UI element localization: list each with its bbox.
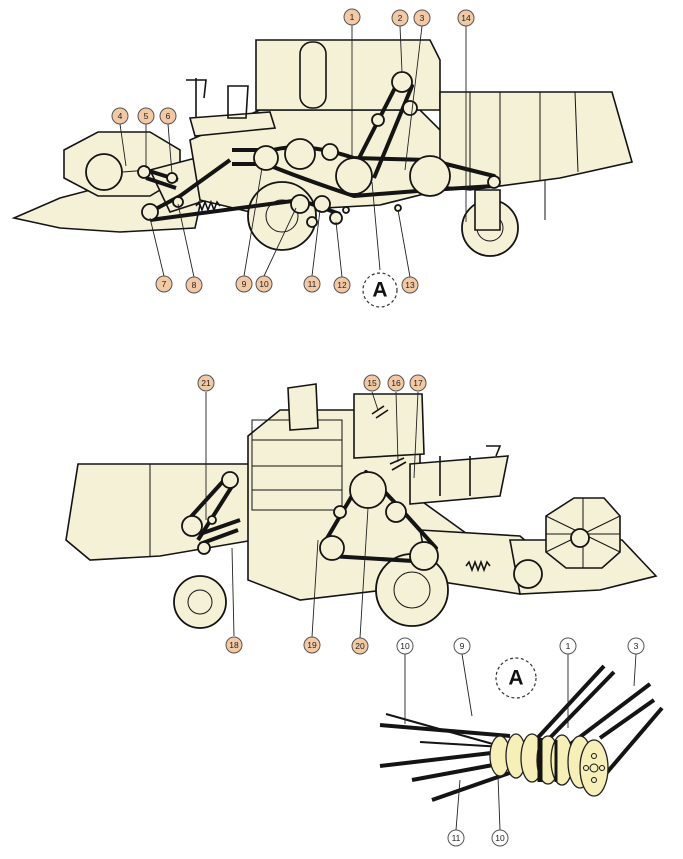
svg-text:15: 15 xyxy=(367,378,377,388)
detail-a-label-ring: A xyxy=(495,657,537,699)
svg-text:12: 12 xyxy=(337,280,347,290)
detail-a-marker: A xyxy=(362,272,398,308)
tension-spring xyxy=(195,199,221,213)
svg-text:9: 9 xyxy=(460,641,465,651)
pulley-14 xyxy=(487,175,501,189)
svg-text:10: 10 xyxy=(259,279,269,289)
callout-21: 21 xyxy=(197,374,215,392)
rear-wheel-right xyxy=(173,575,227,629)
pulley-5 xyxy=(137,165,151,179)
svg-text:17: 17 xyxy=(413,378,423,388)
svg-text:7: 7 xyxy=(162,279,167,289)
svg-text:2: 2 xyxy=(398,13,403,23)
detail-callout-9: 9 xyxy=(453,637,471,655)
detail-end-disc xyxy=(579,739,609,797)
callout-17: 17 xyxy=(409,374,427,392)
svg-text:11: 11 xyxy=(308,279,317,289)
svg-text:18: 18 xyxy=(229,640,239,650)
cab-right xyxy=(287,383,319,431)
pulley-1 xyxy=(335,157,373,195)
detail-leaders xyxy=(404,653,637,831)
pulley-10 xyxy=(290,194,310,214)
svg-text:19: 19 xyxy=(307,640,317,650)
svg-text:6: 6 xyxy=(166,111,171,121)
callout-20: 20 xyxy=(351,637,369,655)
reel-center xyxy=(85,153,123,191)
pulley-6 xyxy=(166,172,178,184)
callout-13: 13 xyxy=(401,276,419,294)
grain-tank xyxy=(255,39,441,111)
svg-text:21: 21 xyxy=(201,378,211,388)
callout-3: 3 xyxy=(413,9,431,27)
detail-callout-1: 1 xyxy=(559,637,577,655)
callout-4: 4 xyxy=(111,107,129,125)
svg-text:14: 14 xyxy=(461,13,471,23)
detail-callout-11: 11 xyxy=(447,829,465,847)
svg-text:11: 11 xyxy=(452,833,461,843)
pulley-11 xyxy=(313,195,331,213)
callouts: 1 2 3 14 4 5 6 7 8 9 10 11 12 13 21 15 1… xyxy=(111,8,645,847)
detail-pulley-stack xyxy=(489,733,609,797)
svg-text:13: 13 xyxy=(405,280,415,290)
svg-text:1: 1 xyxy=(566,641,571,651)
svg-text:10: 10 xyxy=(495,833,505,843)
callout-10: 10 xyxy=(255,275,273,293)
svg-text:16: 16 xyxy=(391,378,401,388)
callout-14: 14 xyxy=(457,9,475,27)
middle-leaders xyxy=(205,391,419,639)
callout-16: 16 xyxy=(387,374,405,392)
pulley-7 xyxy=(141,203,159,221)
detail-a-view: A xyxy=(379,653,664,831)
pulley-19 xyxy=(349,471,387,509)
callout-15: 15 xyxy=(363,374,381,392)
detail-callout-10-bottom: 10 xyxy=(491,829,509,847)
detail-callout-10-top: 10 xyxy=(396,637,414,655)
svg-text:5: 5 xyxy=(144,111,149,121)
pulley-2 xyxy=(391,71,413,93)
pulley-21 xyxy=(181,515,203,537)
tank-window xyxy=(299,41,327,109)
svg-text:3: 3 xyxy=(420,13,425,23)
combine-right-side-view xyxy=(65,383,658,639)
svg-text:8: 8 xyxy=(192,280,197,290)
top-leaders xyxy=(119,25,467,278)
callout-12: 12 xyxy=(333,276,351,294)
svg-text:20: 20 xyxy=(355,641,365,651)
callout-18: 18 xyxy=(225,636,243,654)
platform-right xyxy=(409,455,509,505)
marker-a-label: A xyxy=(372,279,387,302)
svg-text:4: 4 xyxy=(118,111,123,121)
rear-housing xyxy=(439,91,634,191)
svg-text:9: 9 xyxy=(242,279,247,289)
pulley-20 xyxy=(319,535,345,561)
callout-7: 7 xyxy=(155,275,173,293)
callout-2: 2 xyxy=(391,9,409,27)
svg-text:3: 3 xyxy=(634,641,639,651)
svg-text:10: 10 xyxy=(400,641,410,651)
detail-callout-3: 3 xyxy=(627,637,645,655)
operator-platform xyxy=(188,111,277,137)
callout-1: 1 xyxy=(343,8,361,26)
svg-text:1: 1 xyxy=(350,12,355,22)
pulley-9 xyxy=(253,145,279,171)
callout-6: 6 xyxy=(159,107,177,125)
pulley-main xyxy=(284,138,316,170)
callout-11: 11 xyxy=(303,275,321,293)
combine-left-side-view: A xyxy=(11,25,634,308)
callout-9: 9 xyxy=(235,275,253,293)
detail-a-label: A xyxy=(508,667,523,690)
callout-8: 8 xyxy=(185,276,203,294)
callout-19: 19 xyxy=(303,636,321,654)
callout-5: 5 xyxy=(137,107,155,125)
pulley-3 xyxy=(409,155,451,197)
